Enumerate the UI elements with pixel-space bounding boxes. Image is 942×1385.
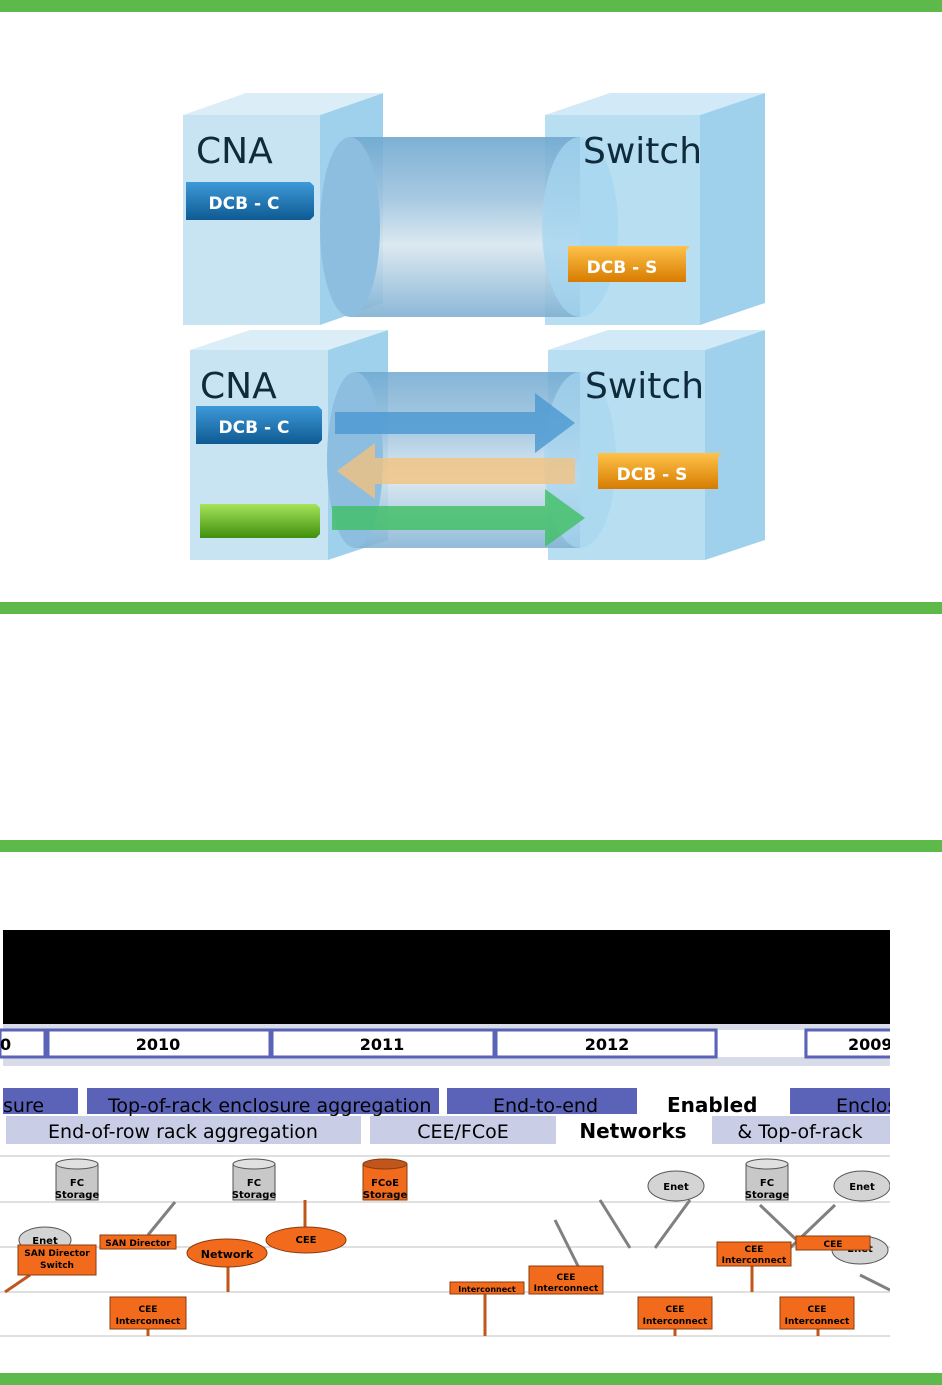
tube-1: [350, 137, 580, 317]
dcb-c-chip-1: DCB - C: [186, 182, 314, 220]
fc-storage-2: FC Storage: [232, 1158, 277, 1201]
svg-text:DCB - C: DCB - C: [219, 418, 290, 438]
cee-cloud: CEE: [265, 1226, 347, 1254]
svg-text:Networks: Networks: [579, 1119, 686, 1143]
svg-text:& Top-of-rack: & Top-of-rack: [737, 1121, 862, 1143]
svg-text:Storage: Storage: [55, 1190, 100, 1201]
year-row: 0 2010 2011 2012 2009: [0, 1028, 893, 1059]
cee-interconnect-4: CEE Interconnect: [716, 1241, 792, 1267]
enet-cloud-2: Enet: [833, 1170, 890, 1202]
cna-box-top-1: [183, 93, 383, 115]
middle-band-1: [0, 602, 942, 614]
switch-box-top-1: [545, 93, 765, 115]
svg-text:End-of-row rack aggregation: End-of-row rack aggregation: [48, 1121, 318, 1143]
svg-text:Interconnect: Interconnect: [643, 1317, 708, 1327]
svg-text:Interconnect: Interconnect: [534, 1284, 599, 1294]
svg-text:Top-of-rack enclosure aggregat: Top-of-rack enclosure aggregation: [107, 1095, 431, 1117]
san-director: SAN Director: [99, 1234, 177, 1250]
cna-box-top-2: [190, 330, 388, 350]
svg-text:Interconnect: Interconnect: [116, 1317, 181, 1327]
switch-label-2: Switch: [585, 366, 704, 407]
san-director-switch: SAN Director Switch: [17, 1244, 97, 1276]
svg-text:Interconnect: Interconnect: [458, 1285, 516, 1294]
cee-interconnect-2: CEE Interconnect: [528, 1265, 604, 1295]
svg-text:CEE: CEE: [745, 1245, 764, 1255]
switch-box-side-1: [700, 93, 765, 325]
roadmap-header: [3, 930, 890, 1024]
svg-text:Interconnect: Interconnect: [785, 1317, 850, 1327]
green-chip: [200, 504, 320, 538]
arrow-right-green: [332, 489, 585, 547]
svg-text:SAN Director: SAN Director: [24, 1249, 90, 1259]
svg-text:CEE: CEE: [139, 1305, 158, 1315]
year-label-2012: 2012: [585, 1035, 630, 1054]
svg-text:CEE: CEE: [666, 1305, 685, 1315]
svg-text:CEE: CEE: [808, 1305, 827, 1315]
svg-text:Enet: Enet: [32, 1236, 58, 1247]
switch-box-top-2: [548, 330, 765, 350]
cna-label-1: CNA: [196, 131, 273, 172]
svg-text:Enabled: Enabled: [667, 1093, 757, 1117]
cee-interconnect-5: CEE Interconnect: [779, 1296, 855, 1330]
strategy-row-2: End-of-row rack aggregation CEE/FCoE Net…: [6, 1116, 890, 1144]
svg-text:FC: FC: [760, 1178, 774, 1189]
middle-band-2: [0, 840, 942, 852]
dcb-c-chip-2: DCB - C: [196, 406, 322, 444]
svg-text:FC: FC: [70, 1178, 84, 1189]
switch-box-side-2: [705, 330, 765, 560]
cee-interconnect-1: CEE Interconnect: [109, 1296, 187, 1330]
svg-text:DCB - S: DCB - S: [587, 258, 658, 278]
cna-switch-diagram: CNA Switch DCB - C DCB - S CNA Switch DC…: [183, 93, 765, 560]
switch-label-1: Switch: [583, 131, 702, 172]
bottom-band: [0, 1373, 942, 1385]
fc-storage-3: FC Storage: [745, 1158, 790, 1201]
svg-text:FC: FC: [247, 1178, 261, 1189]
cna-label-2: CNA: [200, 366, 277, 407]
year-label-0: 0: [0, 1035, 11, 1054]
svg-text:Enet: Enet: [663, 1182, 689, 1193]
interconnect-box: Interconnect: [449, 1281, 525, 1295]
svg-text:CEE: CEE: [295, 1235, 316, 1246]
arrow-right-blue: [335, 393, 575, 453]
svg-text:DCB - S: DCB - S: [617, 465, 688, 485]
dcb-s-chip-1: DCB - S: [568, 246, 690, 282]
panel-1: CNA Switch DCB - C DCB - S: [183, 93, 765, 325]
strategy-row-1: sure Top-of-rack enclosure aggregation E…: [3, 1088, 897, 1117]
enet-cloud-1: Enet: [647, 1170, 705, 1202]
svg-text:DCB - C: DCB - C: [209, 194, 280, 214]
svg-text:CEE: CEE: [557, 1273, 576, 1283]
fcoe-storage: FCoE Storage: [362, 1158, 408, 1201]
svg-text:CEE/FCoE: CEE/FCoE: [417, 1121, 509, 1143]
arrow-left-orange: [337, 443, 575, 499]
top-band: [0, 0, 942, 12]
svg-text:Switch: Switch: [40, 1261, 74, 1271]
roadmap-diagram: 0 2010 2011 2012 2009 sure Top-of-rack e…: [0, 930, 897, 1337]
svg-text:End-to-end: End-to-end: [493, 1095, 598, 1117]
svg-text:sure: sure: [3, 1095, 44, 1117]
svg-text:SAN Director: SAN Director: [105, 1239, 171, 1249]
year-label-2009: 2009: [848, 1035, 893, 1054]
cee-box: CEE: [795, 1235, 871, 1251]
cee-interconnect-3: CEE Interconnect: [637, 1296, 713, 1330]
svg-text:Storage: Storage: [232, 1190, 277, 1201]
tube-left-cap-1: [320, 137, 380, 317]
svg-text:Enet: Enet: [849, 1182, 875, 1193]
network-cloud: Network: [186, 1238, 268, 1268]
svg-text:CEE: CEE: [824, 1240, 843, 1250]
svg-text:Storage: Storage: [363, 1190, 408, 1201]
year-label-2011: 2011: [360, 1035, 405, 1054]
dcb-s-chip-2: DCB - S: [598, 453, 722, 489]
svg-text:FCoE: FCoE: [371, 1178, 399, 1189]
panel-2: CNA Switch DCB - C DCB - S: [190, 330, 765, 560]
svg-text:Storage: Storage: [745, 1190, 790, 1201]
svg-text:Enclos: Enclos: [836, 1095, 897, 1117]
svg-text:Network: Network: [201, 1248, 254, 1261]
svg-text:Interconnect: Interconnect: [722, 1256, 787, 1266]
year-label-2010: 2010: [136, 1035, 181, 1054]
fc-storage-1: FC Storage: [55, 1158, 100, 1201]
